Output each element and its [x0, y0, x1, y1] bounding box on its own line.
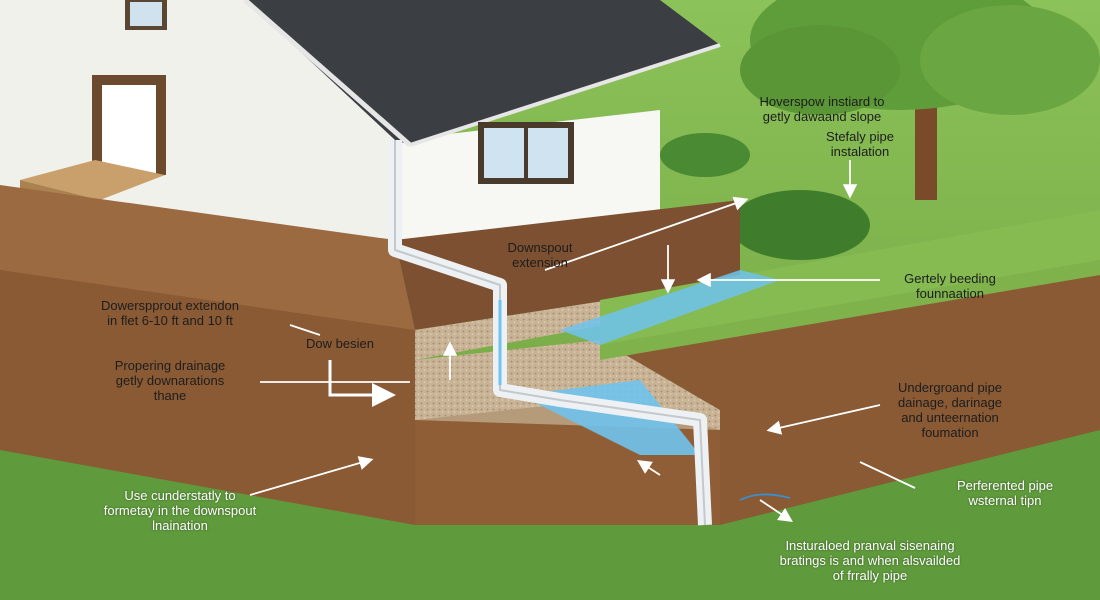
window-pane [130, 2, 162, 26]
arrow-icon [328, 360, 396, 407]
leader-line-icon [739, 493, 791, 501]
bush-icon [660, 133, 750, 177]
label-installed-gravel: Insturaloed pranval sisenaing bratings i… [779, 538, 961, 583]
label-safety-pipe: Stefaly pipe instalation [826, 129, 894, 159]
label-gently-bedding: Gertely beeding founnaation [904, 271, 996, 301]
door-icon [102, 85, 156, 173]
leader-line-icon [544, 196, 749, 271]
gutter [409, 43, 721, 147]
label-underground-pipe: Undergroand pipe dainage, darinage and u… [897, 380, 1003, 440]
roof-edge-trim [243, 0, 412, 147]
right-lawn-top [600, 210, 1100, 345]
leader-line-icon [289, 324, 321, 336]
label-perforated-pipe: Perferented pipe wsternal tipn [956, 478, 1054, 508]
leader-line-icon [859, 461, 916, 489]
leader-line-icon [766, 404, 881, 435]
window-pane-right [528, 128, 568, 178]
label-dow-besien: Dow besien [306, 336, 374, 351]
leader-line-icon [636, 460, 661, 476]
bush-icon [730, 190, 870, 260]
leader-line-icon [759, 499, 793, 522]
roof [245, 0, 720, 145]
leader-line-icon [249, 456, 374, 496]
tree-icon [740, 0, 1100, 200]
label-downspout-extension: Downspout extension [507, 240, 573, 270]
porch-step [20, 160, 165, 200]
window-pane-left [484, 128, 524, 178]
label-downspout-instead: Hoverspow instiard to getly dawaand slop… [759, 94, 885, 124]
label-use-underslope: Use cunderstatly to formetay in the down… [103, 488, 257, 533]
water-channel-upper [560, 270, 780, 345]
label-extension-length: Dowerspprout extendon in flet 6-10 ft an… [100, 298, 240, 328]
house [0, 0, 721, 248]
soil-upper-band [0, 185, 415, 330]
label-proper-drainage: Propering drainage getly downarations th… [114, 358, 226, 403]
downspout-pipe-outline [394, 140, 706, 526]
